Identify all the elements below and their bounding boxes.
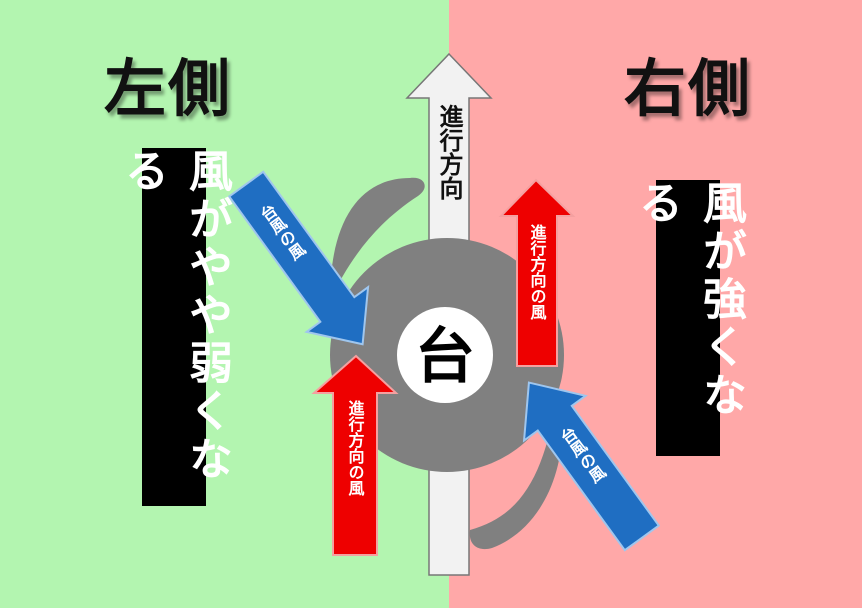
left-side-title: 左側 bbox=[104, 52, 233, 125]
travel-direction-label: 進行方向 bbox=[435, 104, 464, 201]
right-side-title: 右側 bbox=[624, 52, 753, 125]
typhoon-lower-arm bbox=[469, 392, 563, 550]
left-side-description: 風がやや弱くなる bbox=[117, 148, 232, 506]
travel-wind-label-right: 進行方向の風 bbox=[528, 224, 548, 321]
typhoon-wind-arrow-left: 台風の風 bbox=[227, 170, 370, 346]
typhoon-upper-arm bbox=[330, 177, 425, 300]
typhoon-wind-arrow-right: 台風の風 bbox=[522, 381, 661, 552]
travel-wind-label-left: 進行方向の風 bbox=[346, 400, 366, 497]
right-side-description: 風が強くなる bbox=[631, 180, 746, 456]
travel-wind-arrow-left bbox=[311, 354, 399, 556]
typhoon-eye bbox=[397, 307, 493, 403]
travel-wind-arrow-right bbox=[498, 178, 576, 367]
typhoon-eye-label: 台 bbox=[415, 322, 475, 392]
